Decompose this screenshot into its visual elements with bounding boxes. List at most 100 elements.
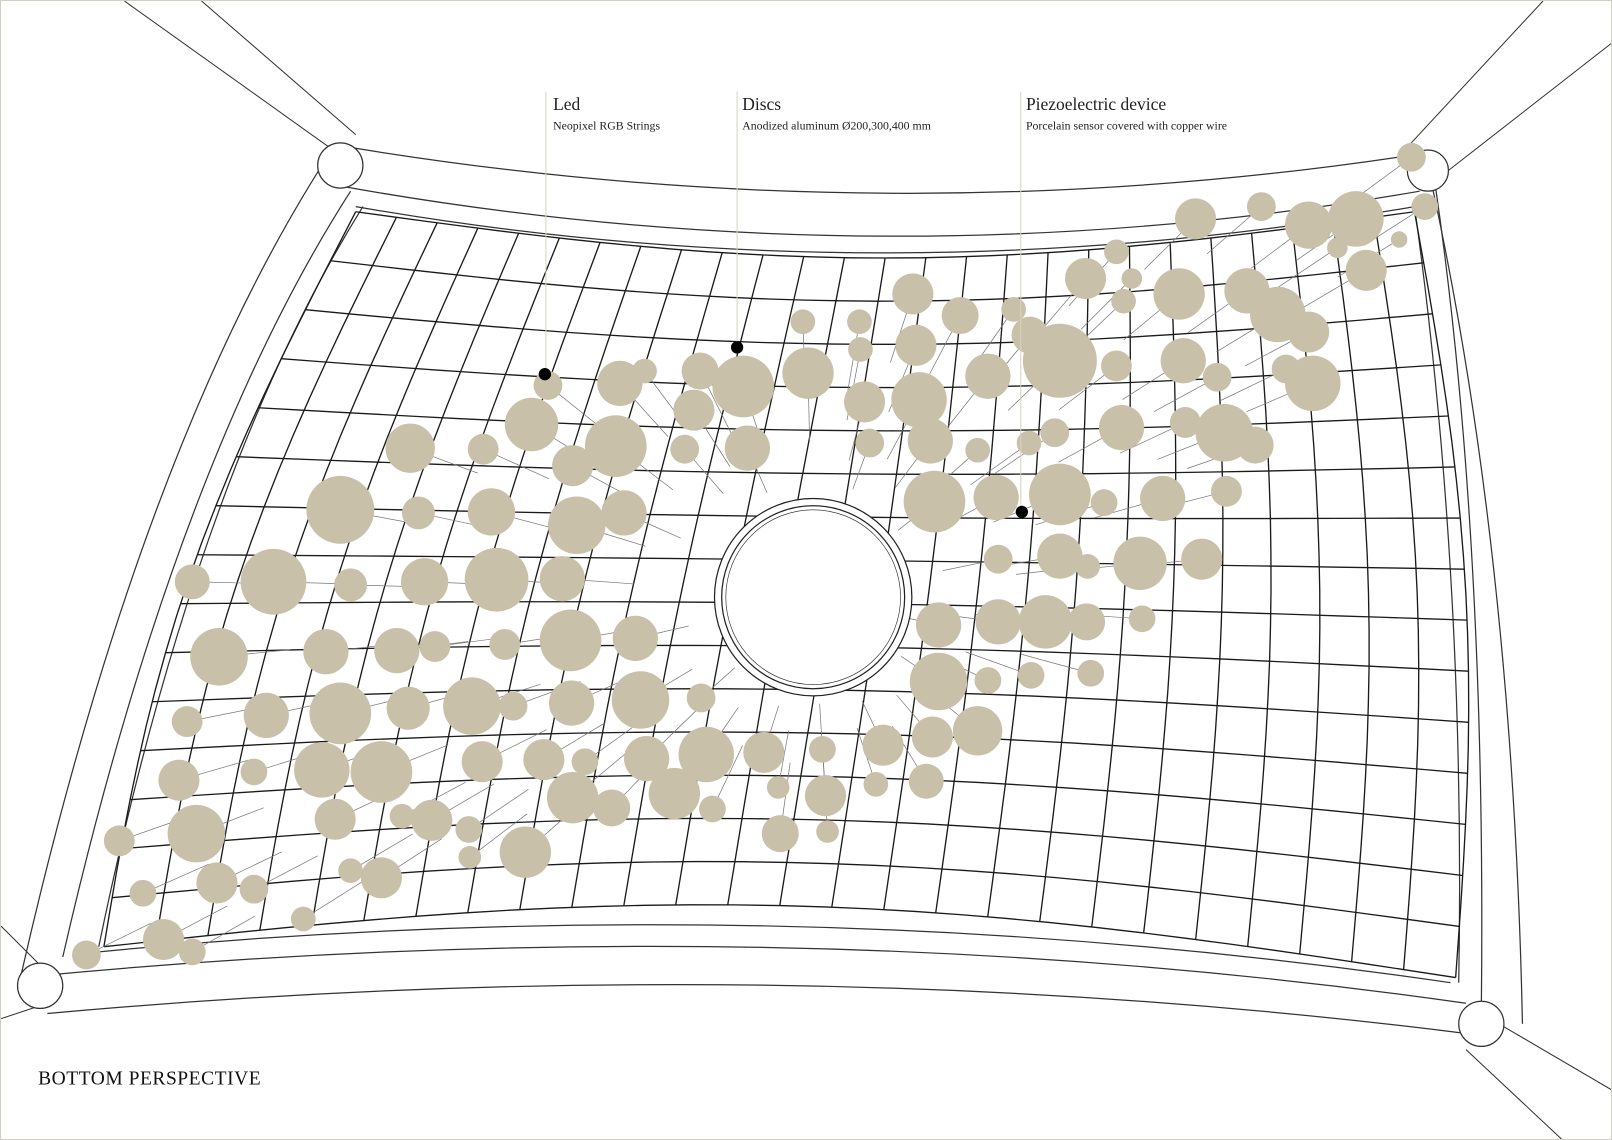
aluminum-disc: [1411, 193, 1439, 220]
aluminum-disc: [1328, 191, 1384, 247]
aluminum-disc: [1271, 354, 1301, 384]
callout-title: Discs: [742, 94, 781, 114]
aluminum-disc: [907, 418, 953, 464]
grid-cable-vertical: [1247, 233, 1272, 947]
aluminum-disc: [766, 776, 790, 799]
aluminum-disc: [612, 615, 658, 661]
aluminum-disc: [965, 353, 1011, 399]
aluminum-disc: [552, 445, 594, 487]
aluminum-disc: [855, 428, 885, 458]
aluminum-disc: [965, 437, 990, 463]
aluminum-disc: [678, 726, 735, 783]
aluminum-disc: [1037, 533, 1083, 579]
aluminum-disc: [411, 799, 453, 841]
aluminum-disc: [712, 355, 775, 418]
aluminum-disc: [72, 940, 101, 970]
aluminum-disc: [309, 682, 372, 745]
aluminum-disc: [174, 564, 210, 600]
aluminum-disc: [892, 273, 934, 315]
aluminum-disc: [158, 759, 200, 801]
grid-cable-vertical: [935, 254, 1008, 913]
aluminum-disc: [523, 739, 565, 781]
aluminum-disc: [498, 691, 528, 721]
grid-cable-vertical: [103, 211, 357, 947]
aluminum-disc: [374, 628, 420, 674]
aluminum-discs: [72, 142, 1439, 970]
aluminum-disc: [1160, 338, 1206, 384]
aluminum-disc: [816, 820, 839, 843]
aluminum-disc: [1397, 142, 1426, 172]
aluminum-disc: [804, 775, 847, 817]
aluminum-disc: [167, 804, 226, 863]
aluminum-disc: [761, 815, 799, 853]
callout-discs: Discs Anodized aluminum Ø200,300,400 mm: [730, 91, 931, 354]
grid-cable-vertical: [1195, 238, 1224, 940]
aluminum-disc: [1016, 430, 1042, 456]
aluminum-disc: [1090, 489, 1118, 517]
aluminum-disc: [743, 731, 785, 773]
aluminum-disc: [1040, 418, 1070, 448]
aluminum-disc: [240, 758, 268, 786]
grid-cable-horizontal: [355, 211, 1415, 259]
aluminum-disc: [597, 360, 643, 407]
aluminum-disc: [862, 724, 904, 766]
aluminum-disc: [909, 652, 968, 711]
aluminum-disc: [504, 397, 559, 452]
view-title: BOTTOM PERSPECTIVE: [38, 1068, 261, 1089]
aluminum-disc: [1068, 603, 1106, 641]
suspension-cable: [469, 813, 528, 858]
aluminum-disc: [314, 798, 356, 840]
aluminum-disc: [171, 706, 203, 738]
callout-led: Led Neopixel RGB Strings: [538, 91, 660, 381]
aluminum-disc: [584, 415, 647, 477]
aluminum-disc: [400, 558, 449, 606]
aluminum-disc: [624, 735, 670, 782]
aluminum-disc: [306, 475, 375, 544]
aluminum-disc: [467, 433, 499, 465]
aluminum-disc: [129, 879, 157, 907]
aluminum-disc: [1018, 595, 1073, 649]
grid-cable-horizontal: [112, 860, 1460, 928]
aluminum-disc: [539, 609, 602, 672]
aluminum-disc: [547, 496, 606, 555]
aluminum-disc: [782, 347, 834, 399]
central-oculus-ring: [713, 497, 913, 697]
aluminum-disc: [1246, 192, 1276, 221]
aluminum-disc: [464, 547, 529, 612]
aluminum-disc: [571, 748, 599, 776]
grid-cable-horizontal: [236, 456, 1455, 475]
aluminum-disc: [1345, 249, 1387, 291]
aluminum-disc: [632, 358, 657, 384]
grid-cable-vertical: [1091, 246, 1131, 928]
aluminum-disc: [593, 789, 631, 827]
aluminum-disc: [401, 496, 435, 530]
aluminum-disc: [1327, 237, 1348, 258]
disc-marker-dot: [730, 341, 744, 354]
grid-cable-vertical: [1373, 217, 1420, 970]
suspension-cable: [1277, 247, 1338, 288]
aluminum-disc: [499, 826, 552, 878]
aluminum-disc: [1153, 268, 1205, 320]
aluminum-disc: [389, 803, 415, 829]
aluminum-disc: [546, 771, 599, 824]
aluminum-disc: [1113, 536, 1167, 591]
aluminum-disc: [1284, 201, 1333, 249]
aluminum-disc: [290, 906, 316, 932]
aluminum-disc: [681, 352, 719, 390]
aluminum-disc: [673, 389, 715, 431]
callout-subtitle: Anodized aluminum Ø200,300,400 mm: [742, 118, 931, 132]
aluminum-disc: [385, 423, 435, 473]
led-marker-dot: [538, 367, 552, 381]
aluminum-disc: [350, 741, 413, 803]
aluminum-disc: [489, 629, 521, 660]
aluminum-disc: [1098, 404, 1145, 451]
aluminum-disc: [360, 857, 402, 899]
aluminum-disc: [952, 706, 1003, 756]
aluminum-disc: [455, 816, 483, 843]
aluminum-disc: [240, 548, 307, 615]
aluminum-disc: [1017, 661, 1045, 689]
aluminum-disc: [975, 599, 1021, 645]
aluminum-disc: [611, 671, 670, 729]
callout-title: Piezoelectric device: [1026, 94, 1166, 114]
